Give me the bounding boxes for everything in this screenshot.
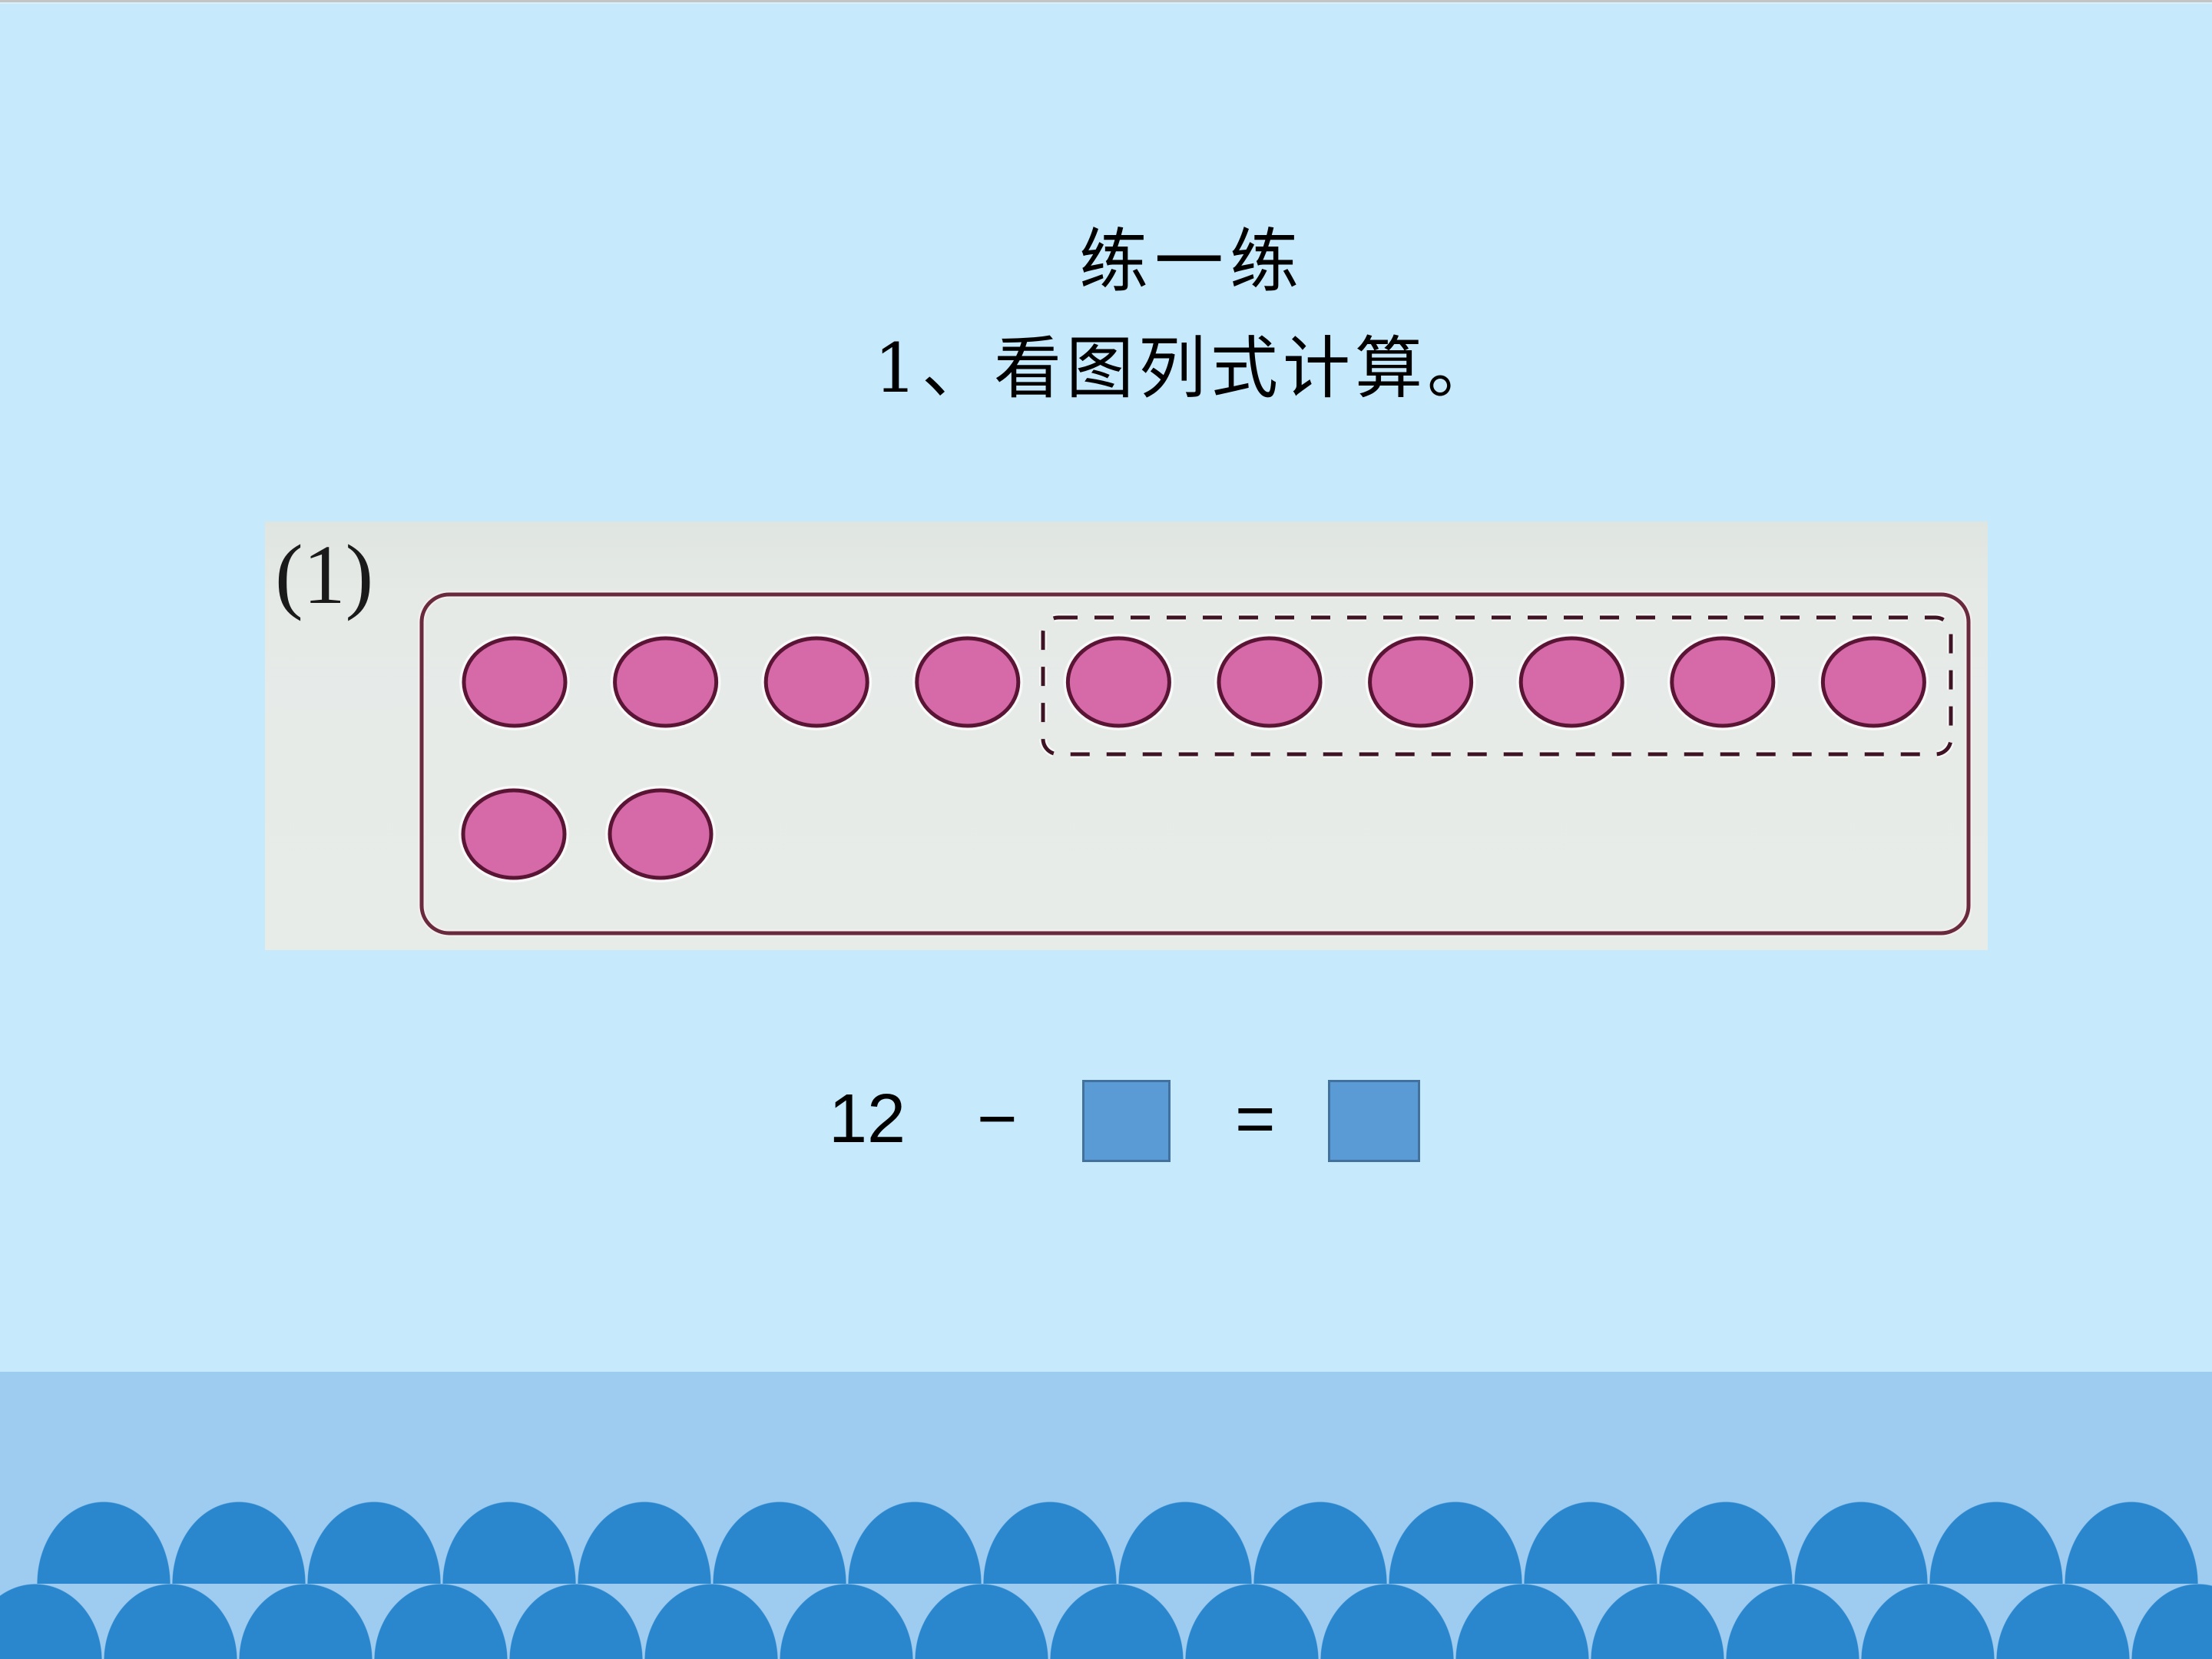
dot: [763, 636, 869, 728]
figure-drawing: [418, 591, 1972, 937]
figure-label: (1): [275, 528, 374, 621]
equation-equals-sign: =: [1235, 1081, 1276, 1157]
dot: [461, 788, 567, 880]
dot: [613, 636, 719, 728]
dot-row-2: [461, 788, 714, 880]
top-border-highlight: [0, 2, 2212, 4]
dashed-group-halo: [1039, 614, 1955, 758]
dot-grouped: [1065, 636, 1171, 728]
equation-minus-sign: −: [977, 1081, 1018, 1157]
dot: [915, 636, 1021, 728]
wave-scallop-row-top: [37, 1502, 2200, 1584]
dot-grouped: [1368, 636, 1474, 728]
wave-scallop-row-bottom: [0, 1584, 2212, 1659]
top-border-line: [0, 0, 2212, 2]
dot: [608, 788, 714, 880]
slide-heading: 练一练: [1079, 221, 1305, 302]
dot-grouped: [1217, 636, 1323, 728]
exercise-instruction: 1、看图列式计算。: [874, 329, 1499, 408]
dot-grouped: [1670, 636, 1776, 728]
answer-box-result[interactable]: [1328, 1080, 1420, 1162]
dot: [462, 636, 568, 728]
dashed-group-box: [1041, 615, 1953, 757]
dot-grouped: [1820, 636, 1926, 728]
exercise-figure: (1): [265, 522, 1988, 950]
outer-frame-line: [419, 592, 1971, 935]
equation-minuend: 12: [829, 1081, 906, 1157]
answer-box-subtrahend[interactable]: [1082, 1080, 1171, 1162]
dot-grouped: [1518, 636, 1624, 728]
